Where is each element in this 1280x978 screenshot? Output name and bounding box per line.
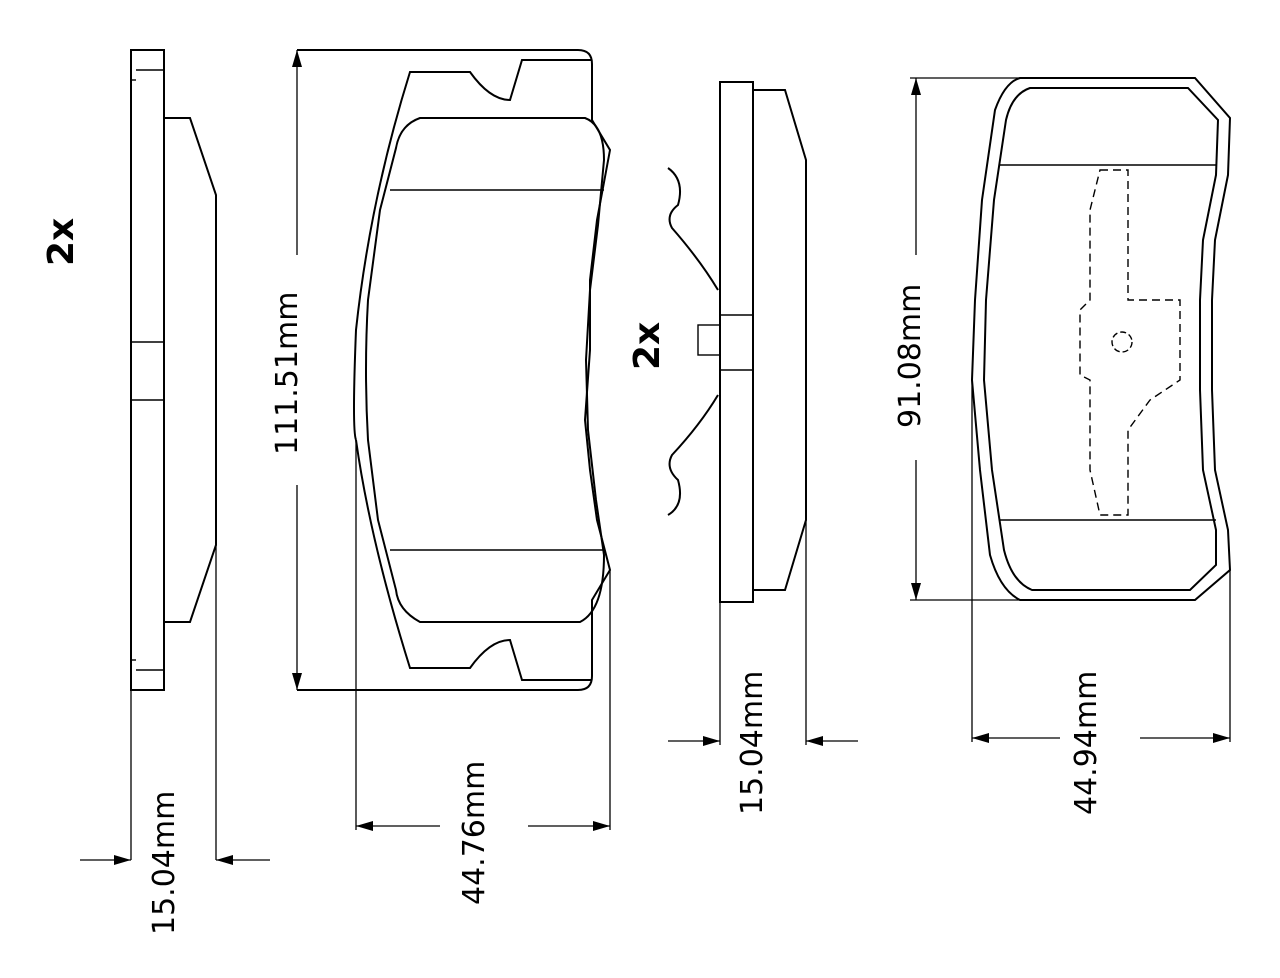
left-pad-width-label: 44.76mm [457, 761, 492, 905]
right-pad-quantity: 2x [627, 322, 668, 370]
dimension-lines [80, 50, 1231, 865]
left-pad-length-label: 111.51mm [270, 292, 305, 455]
left-pad-thickness-label: 15.04mm [147, 791, 182, 935]
right-pad-length-label: 91.08mm [893, 284, 928, 428]
right-pad-front-view [970, 77, 1232, 601]
right-pad-width-label: 44.94mm [1069, 671, 1104, 815]
left-pad-quantity: 2x [41, 218, 82, 266]
right-pad-thickness-label: 15.04mm [735, 671, 770, 815]
right-pad-side-view [719, 81, 807, 603]
spring-clip [667, 167, 721, 516]
left-pad-front-view [297, 49, 612, 691]
left-pad-side-view [130, 49, 217, 691]
